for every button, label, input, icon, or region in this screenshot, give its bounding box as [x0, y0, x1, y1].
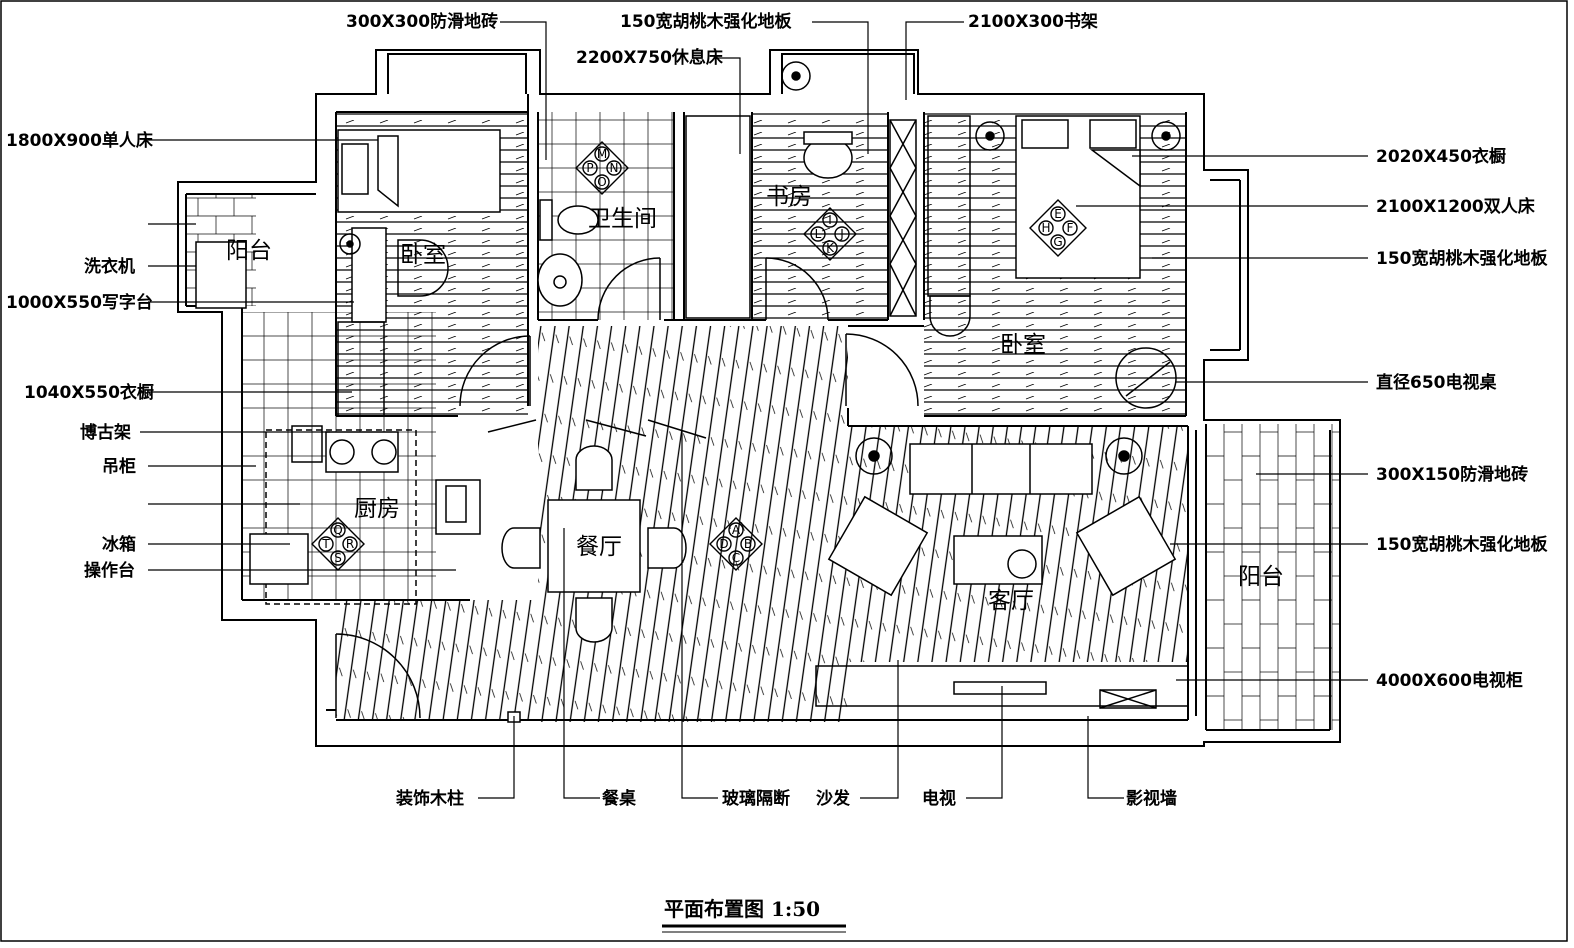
- marker-kitchen-left: T: [321, 537, 330, 551]
- marker-letters: M N O P I J K L E F G H Q R S T A B C D: [321, 147, 1073, 565]
- label-tile-300x300: 300X300防滑地砖: [346, 11, 498, 32]
- label-tv-cabinet: 4000X600电视柜: [1376, 670, 1523, 691]
- room-names: 阳台 卧室 卫生间 书房 卧室 厨房 餐厅 客厅 阳台: [226, 184, 1284, 614]
- furniture: [195, 61, 1189, 723]
- doors: [335, 257, 919, 719]
- marker-kitchen-right: R: [346, 537, 354, 551]
- label-walnut-floor-right2: 150宽胡桃木强化地板: [1376, 534, 1548, 555]
- marker-study-bottom: K: [826, 241, 835, 255]
- label-wardrobe-1040: 1040X550衣橱: [24, 382, 154, 403]
- marker-master-left: H: [1041, 221, 1050, 235]
- marker-bath-right: N: [610, 161, 619, 175]
- label-fridge: 冰箱: [102, 534, 136, 555]
- drawing-title: 平面布置图 1:50: [664, 897, 820, 921]
- room-kitchen: 厨房: [354, 496, 400, 522]
- label-walnut-floor-right1: 150宽胡桃木强化地板: [1376, 248, 1548, 269]
- label-deco-column: 装饰木柱: [395, 788, 464, 809]
- marker-bath: [575, 141, 629, 195]
- label-tv-table: 直径650电视桌: [1376, 372, 1497, 393]
- label-dining-table: 餐桌: [602, 788, 637, 809]
- marker-study-top: I: [828, 213, 832, 227]
- label-bookshelf: 2100X300书架: [968, 11, 1098, 32]
- marker-dining: [709, 517, 763, 571]
- room-bedroom-small: 卧室: [400, 242, 446, 268]
- view-markers: [311, 141, 1087, 571]
- marker-study: [803, 207, 857, 261]
- room-bathroom: 卫生间: [588, 206, 657, 232]
- leader-lines: [140, 21, 1368, 799]
- room-balcony-right: 阳台: [1238, 564, 1284, 590]
- label-single-bed: 1800X900单人床: [6, 130, 154, 151]
- label-tv: 电视: [922, 788, 956, 809]
- label-washer: 洗衣机: [84, 256, 135, 277]
- marker-study-right: J: [839, 227, 844, 241]
- marker-dining-bottom: C: [732, 551, 740, 565]
- label-rest-bed: 2200X750休息床: [576, 47, 724, 68]
- annotation-labels: 300X300防滑地砖 150宽胡桃木强化地板 2100X300书架 2200X…: [6, 11, 1548, 809]
- marker-kitchen-top: Q: [333, 523, 342, 537]
- marker-dining-right: B: [744, 537, 752, 551]
- label-counter: 操作台: [84, 560, 135, 581]
- marker-study-left: L: [815, 227, 822, 241]
- label-wardrobe-2020: 2020X450衣橱: [1376, 146, 1506, 167]
- walls: [177, 49, 1341, 747]
- room-study: 书房: [766, 184, 812, 210]
- marker-dining-left: D: [719, 537, 728, 551]
- label-walnut-floor-top: 150宽胡桃木强化地板: [620, 11, 792, 32]
- label-curio-shelf: 博古架: [80, 422, 131, 443]
- label-tv-wall: 影视墙: [1126, 788, 1177, 809]
- room-bedroom-master: 卧室: [1000, 332, 1046, 358]
- marker-master: [1029, 199, 1087, 257]
- label-double-bed: 2100X1200双人床: [1376, 196, 1536, 217]
- label-wall-cabinet: 吊柜: [102, 456, 136, 477]
- marker-kitchen: [311, 517, 365, 571]
- label-tile-300x150: 300X150防滑地砖: [1376, 464, 1528, 485]
- room-balcony-left: 阳台: [226, 238, 272, 264]
- room-living: 客厅: [988, 588, 1034, 614]
- marker-master-right: F: [1067, 221, 1074, 235]
- marker-bath-top: M: [597, 147, 607, 161]
- label-sofa: 沙发: [816, 788, 851, 809]
- marker-master-top: E: [1054, 207, 1062, 221]
- room-dining: 餐厅: [576, 534, 622, 560]
- marker-master-bottom: G: [1053, 235, 1062, 249]
- marker-bath-left: P: [586, 161, 593, 175]
- marker-dining-top: A: [732, 523, 741, 537]
- label-desk: 1000X550写字台: [6, 292, 153, 313]
- marker-bath-bottom: O: [597, 175, 606, 189]
- label-glass-partition: 玻璃隔断: [722, 788, 790, 809]
- marker-kitchen-bottom: S: [334, 551, 342, 565]
